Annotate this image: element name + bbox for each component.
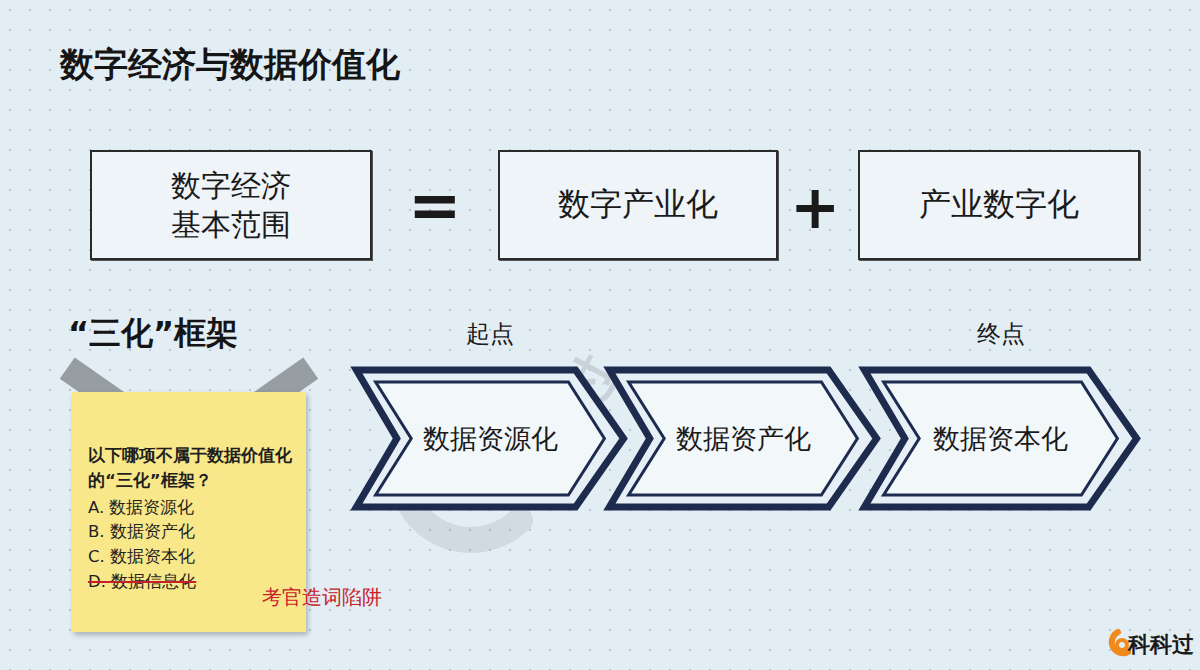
chevron-text: 数据资源化	[423, 421, 558, 457]
concept-box: 数字经济 基本范围	[90, 150, 372, 260]
chevron-text: 数据资产化	[676, 421, 811, 457]
stage-marker: 起点	[350, 318, 630, 350]
stage-marker: 终点	[858, 318, 1143, 350]
quiz-option: A. 数据资源化	[88, 496, 292, 521]
logo-icon	[1112, 632, 1128, 653]
stage-chevron: 起点数据资源化	[350, 366, 630, 511]
quiz-option: B. 数据资产化	[88, 520, 292, 545]
equals-sign: =	[408, 168, 462, 242]
quiz-option: D. 数据信息化	[88, 570, 292, 595]
concept-box: 数字产业化	[498, 150, 778, 260]
quiz-option: C. 数据资本化	[88, 545, 292, 570]
quiz-question: 以下哪项不属于数据价值化的“三化”框架？	[88, 444, 292, 494]
stage-chevron: 终点数据资本化	[858, 366, 1143, 511]
box-text: 数字产业化	[540, 184, 736, 226]
concept-box: 产业数字化	[858, 150, 1140, 260]
box-text: 数字经济 基本范围	[166, 166, 296, 244]
chevron-text: 数据资本化	[933, 421, 1068, 457]
section-heading: “三化”框架	[68, 312, 238, 356]
warning-note: 考官造词陷阱	[262, 584, 382, 611]
diagram-title: 数字经济与数据价值化	[60, 42, 400, 88]
stage-chevron: 数据资产化	[603, 366, 883, 511]
plus-sign: +	[790, 172, 840, 242]
logo-text: 科科过	[1128, 630, 1194, 660]
box-text: 产业数字化	[901, 184, 1097, 226]
